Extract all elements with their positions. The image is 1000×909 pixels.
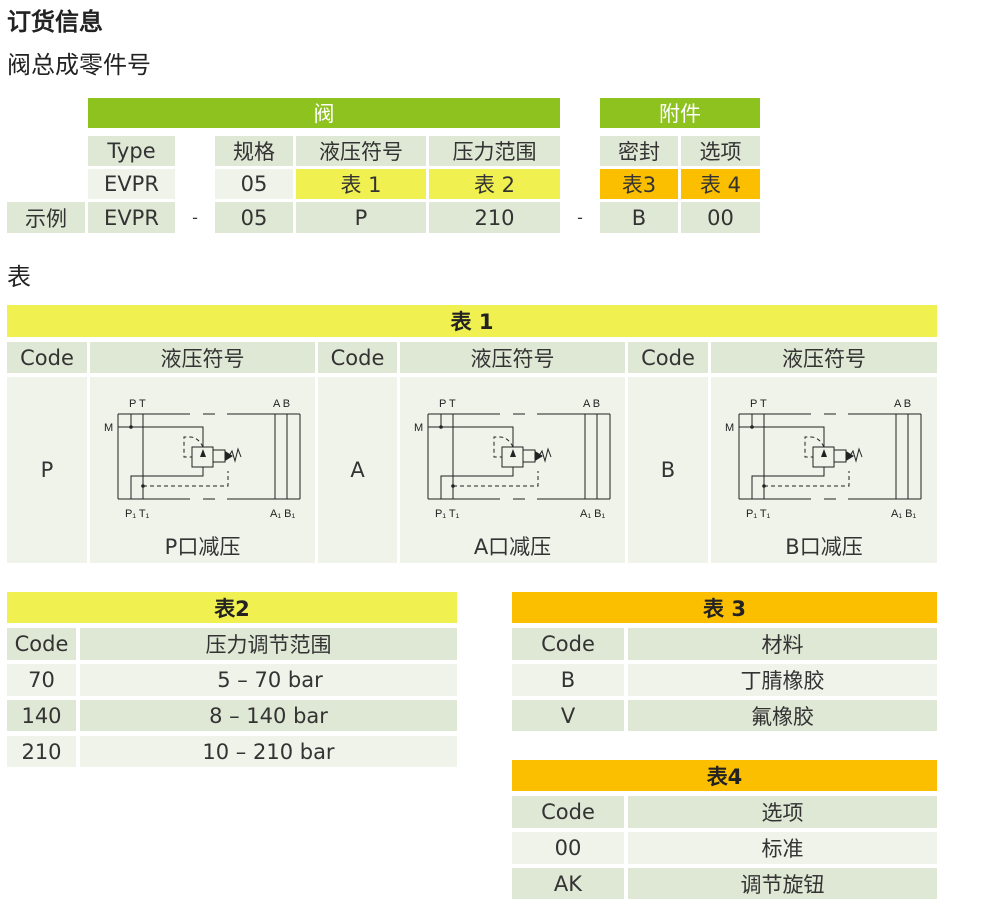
port-label-a1b1: A₁ B₁ (270, 508, 295, 520)
example-seal: B (600, 202, 678, 233)
table2-range-header: 压力调节范围 (80, 628, 457, 660)
table1-code-header: Code (318, 342, 397, 373)
table2-range: 10 – 210 bar (80, 736, 457, 767)
symbol-caption: B口减压 (785, 535, 863, 559)
table1-symbol-header: 液压符号 (90, 342, 315, 373)
table3-code: B (512, 664, 624, 696)
separator: - (192, 208, 198, 227)
page-title: 订货信息 (7, 8, 103, 36)
table4-code-header: Code (512, 796, 624, 828)
hydraulic-symbol: P T A B M P₁ T₁ A₁ B₁ (414, 398, 611, 520)
table1-symbol-header: 液压符号 (400, 342, 625, 373)
table3-material: 丁腈橡胶 (628, 664, 937, 696)
table1-code: P (7, 377, 87, 563)
table1-symbol-cell: P T A B M P₁ T₁ A₁ B₁ P口减压 (90, 377, 315, 563)
table3-code-header: Code (512, 628, 624, 660)
ref-type: EVPR (88, 169, 175, 199)
col-size: 规格 (215, 136, 293, 166)
table1-code: A (318, 377, 397, 563)
table3-title: 表 3 (512, 592, 937, 623)
port-label-m: M (725, 422, 734, 434)
example-option: 00 (681, 202, 760, 233)
port-label-p1t1: P₁ T₁ (435, 508, 460, 520)
table2-title: 表2 (7, 592, 457, 623)
table2-range: 5 – 70 bar (80, 664, 457, 696)
port-label-ab: A B (894, 398, 911, 410)
symbol-caption: A口减压 (473, 535, 552, 559)
table4-code: AK (512, 868, 624, 899)
port-label-ab: A B (273, 398, 290, 410)
port-label-pt: P T (129, 398, 146, 410)
table3-material: 氟橡胶 (628, 700, 937, 731)
table1-symbol-cell: P T A B M P₁ T₁ A₁ B₁ A口减压 (400, 377, 625, 563)
separator: - (577, 208, 583, 227)
col-pressure: 压力范围 (429, 136, 560, 166)
ref-size: 05 (215, 169, 293, 199)
port-label-m: M (414, 422, 423, 434)
ref-table3: 表3 (600, 169, 678, 199)
table4-title: 表4 (512, 760, 937, 791)
table2-code: 70 (7, 664, 76, 696)
port-label-p1t1: P₁ T₁ (746, 508, 771, 520)
ref-table4: 表 4 (681, 169, 760, 199)
table1-code: B (628, 377, 708, 563)
port-label-m: M (104, 422, 113, 434)
valve-header: 阀 (88, 98, 560, 128)
port-label-pt: P T (439, 398, 456, 410)
accessory-header: 附件 (600, 98, 760, 128)
hydraulic-symbol: P T A B M P₁ T₁ A₁ B₁ (725, 398, 922, 520)
table4-option-header: 选项 (628, 796, 937, 828)
col-seal: 密封 (600, 136, 678, 166)
table3-material-header: 材料 (628, 628, 937, 660)
table1-symbol-header: 液压符号 (711, 342, 937, 373)
section-title: 阀总成零件号 (7, 51, 151, 79)
port-label-pt: P T (750, 398, 767, 410)
table2-range: 8 – 140 bar (80, 700, 457, 731)
hydraulic-symbol: P T A B M P₁ T₁ A₁ B₁ (104, 398, 301, 520)
tables-label: 表 (7, 263, 31, 291)
table2-code-header: Code (7, 628, 76, 660)
example-size: 05 (215, 202, 293, 233)
symbol-caption: P口减压 (164, 535, 241, 559)
port-label-p1t1: P₁ T₁ (125, 508, 150, 520)
col-type: Type (88, 136, 175, 166)
ref-table2: 表 2 (429, 169, 560, 199)
table1-symbol-cell: P T A B M P₁ T₁ A₁ B₁ B口减压 (711, 377, 937, 563)
table1-code-header: Code (7, 342, 87, 373)
ref-table1: 表 1 (296, 169, 426, 199)
example-pressure: 210 (429, 202, 560, 233)
table2-code: 140 (7, 700, 76, 731)
example-label: 示例 (7, 202, 85, 233)
example-symbol: P (296, 202, 426, 233)
col-symbol: 液压符号 (296, 136, 426, 166)
col-option: 选项 (681, 136, 760, 166)
port-label-ab: A B (583, 398, 600, 410)
table3-code: V (512, 700, 624, 731)
table4-option: 标准 (628, 832, 937, 864)
table1-code-header: Code (628, 342, 708, 373)
table2-code: 210 (7, 736, 76, 767)
example-type: EVPR (88, 202, 175, 233)
table4-code: 00 (512, 832, 624, 864)
table4-option: 调节旋钮 (628, 868, 937, 899)
port-label-a1b1: A₁ B₁ (891, 508, 916, 520)
table1-title: 表 1 (7, 305, 937, 337)
port-label-a1b1: A₁ B₁ (580, 508, 605, 520)
